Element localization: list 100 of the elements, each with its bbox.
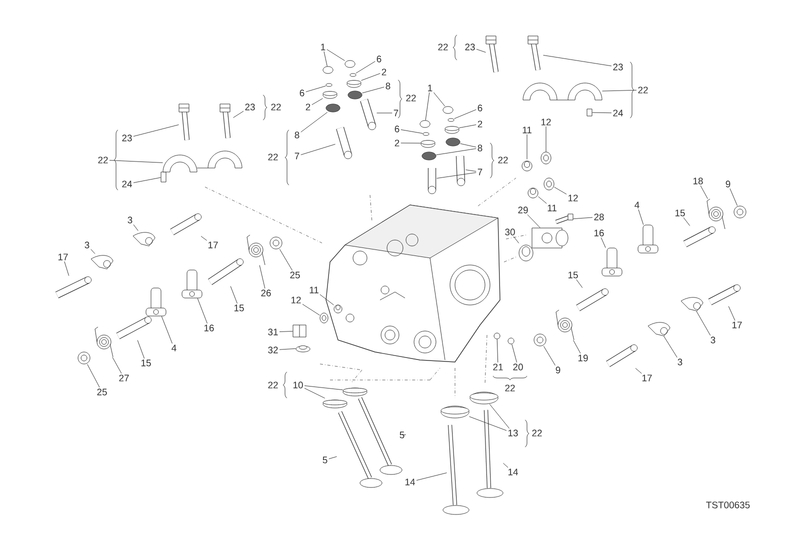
callout-number: 12 <box>568 194 578 202</box>
bolt-drawing <box>220 104 231 138</box>
callout-number: 3 <box>128 216 132 224</box>
callout-number: 9 <box>556 366 560 374</box>
callout-number: 25 <box>97 388 107 396</box>
callout-number: 24 <box>613 110 623 116</box>
washer-drawing <box>522 160 532 172</box>
leader-line <box>460 143 476 148</box>
callout-number: 11 <box>548 204 556 212</box>
callout-number: 16 <box>204 324 214 332</box>
leader-line <box>356 61 376 74</box>
callout-number: 18 <box>693 178 703 184</box>
callout-number: 17 <box>58 254 68 260</box>
callout-number: 22 <box>406 94 416 102</box>
leader-line <box>197 298 208 324</box>
callout-number: 32 <box>268 346 278 354</box>
plug-drawing <box>320 312 328 324</box>
leader-line <box>466 170 476 172</box>
leader-line <box>300 112 328 132</box>
callout-number: 17 <box>642 374 652 382</box>
callout-number: 10 <box>293 382 303 388</box>
callout-number: 7 <box>294 152 300 160</box>
valve-seat-drawing <box>470 392 498 404</box>
rocker-arm-drawing <box>638 224 658 254</box>
leader-line <box>279 249 293 271</box>
bolt-drawing <box>178 104 190 140</box>
leader-line <box>112 357 122 374</box>
callout-number: 2 <box>306 104 310 110</box>
callout-number: 16 <box>594 230 604 236</box>
valve-cap-drawing <box>442 106 454 114</box>
callout-number: 5 <box>400 432 404 438</box>
callout-number: 12 <box>291 296 301 304</box>
leader-line <box>664 336 678 358</box>
callout-number: 31 <box>268 328 278 336</box>
callout-number: 2 <box>478 120 482 128</box>
rocker-arm-drawing <box>146 288 166 316</box>
leader-line <box>109 160 163 163</box>
leader-line <box>538 196 547 204</box>
valve-drawing <box>442 424 470 515</box>
shaft-drawing <box>170 213 202 236</box>
leader-line <box>526 134 528 160</box>
leader-line <box>200 236 208 241</box>
callout-number: 6 <box>376 56 382 62</box>
shaft-drawing <box>708 284 741 306</box>
leader-line <box>400 142 421 144</box>
leader-line <box>328 456 337 460</box>
bolt-drawing <box>528 36 541 70</box>
leader-line <box>304 388 326 398</box>
valve-cap-drawing <box>344 60 356 68</box>
leader-line <box>133 124 179 137</box>
callout-number: 22 <box>268 154 278 160</box>
leader-line <box>600 237 606 248</box>
leader-line <box>576 279 583 288</box>
washer-drawing <box>296 345 310 352</box>
leader-line <box>459 124 476 128</box>
leader-line <box>433 92 446 106</box>
leader-line <box>543 54 612 66</box>
callout-number: 15 <box>141 360 151 366</box>
valve-seat-drawing <box>322 400 348 408</box>
leader-line <box>279 348 296 350</box>
bushing-drawing <box>270 236 282 250</box>
callout-number: 24 <box>122 180 132 188</box>
leader-line <box>638 209 644 225</box>
leader-line <box>436 148 476 156</box>
leader-line <box>602 90 637 92</box>
plug-drawing <box>494 332 500 340</box>
clip-drawing <box>448 118 454 122</box>
leader-line <box>306 86 326 92</box>
leader-line <box>730 188 738 206</box>
retainer-drawing <box>322 91 338 99</box>
callout-number: 15 <box>675 210 685 216</box>
valve-seat-drawing <box>342 388 368 396</box>
leader-line <box>326 49 345 61</box>
bolt-drawing <box>486 36 499 72</box>
leader-line <box>400 129 423 134</box>
leader-line <box>376 112 392 114</box>
leader-line <box>416 472 447 481</box>
bearing-cap-drawing <box>568 82 602 100</box>
shaft-drawing <box>606 344 638 368</box>
spring-drawing <box>556 310 574 340</box>
leader-line <box>700 185 708 199</box>
callout-number: 1 <box>321 44 326 50</box>
callout-number: 17 <box>732 322 742 328</box>
leader-line <box>554 186 567 194</box>
bushing-drawing <box>534 334 546 346</box>
leader-line <box>436 172 476 179</box>
nut-drawing <box>292 324 306 338</box>
valve-drawing <box>476 410 504 498</box>
callout-number: 3 <box>678 358 682 366</box>
leader-line <box>320 294 334 306</box>
shaft-drawing <box>116 316 152 340</box>
leader-line <box>137 340 145 359</box>
callout-number: 20 <box>513 364 523 370</box>
callout-number: 11 <box>310 286 318 294</box>
callout-number: 15 <box>234 304 244 312</box>
leader-line <box>496 339 498 363</box>
leader-line <box>683 217 690 226</box>
rocker-arm-drawing <box>602 248 622 276</box>
leader-line <box>233 110 244 118</box>
rocker-arm-drawing <box>182 270 202 298</box>
